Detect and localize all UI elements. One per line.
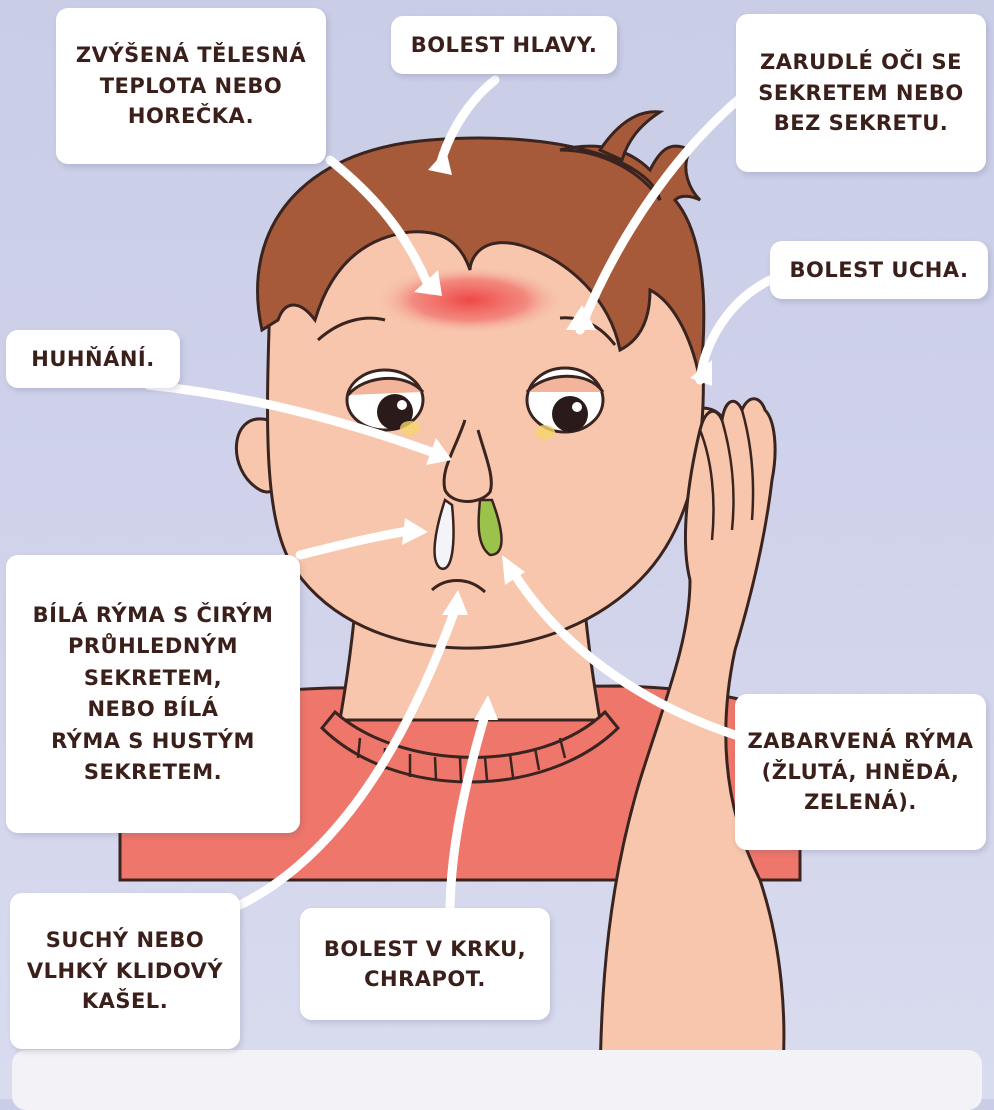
label-throat: BOLEST V KRKU,CHRAPOT. (300, 908, 550, 1020)
label-line: SEKRETEM NEBO (758, 78, 963, 108)
label-line: ZABARVENÁ RÝMA (747, 726, 973, 756)
label-line: CHRAPOT. (324, 964, 526, 994)
label-line: HOREČKA. (76, 101, 306, 131)
bottom-panel (12, 1050, 982, 1110)
label-line: KAŠEL. (27, 986, 223, 1016)
label-line: PRŮHLEDNÝM (33, 631, 274, 663)
label-line: BEZ SEKRETU. (758, 108, 963, 138)
label-line: HUHŇÁNÍ. (31, 344, 154, 374)
label-colored-runny: ZABARVENÁ RÝMA(ŽLUTÁ, HNĚDÁ,ZELENÁ). (735, 694, 986, 850)
label-line: SUCHÝ NEBO (27, 925, 223, 955)
label-line: ZELENÁ). (747, 787, 973, 817)
label-line: SEKRETEM. (33, 757, 274, 789)
label-headache: BOLEST HLAVY. (391, 16, 617, 74)
label-line: RÝMA S HUSTÝM (33, 726, 274, 758)
label-line: ZVÝŠENÁ TĚLESNÁ (76, 40, 306, 70)
label-line: BOLEST UCHA. (789, 255, 968, 285)
label-ear: BOLEST UCHA. (770, 241, 988, 299)
label-nasal: HUHŇÁNÍ. (6, 330, 180, 388)
label-line: TEPLOTA NEBO (76, 71, 306, 101)
fever-glow (375, 266, 565, 334)
label-line: ZARUDLÉ OČI SE (758, 47, 963, 77)
label-line: BÍLÁ RÝMA S ČIRÝM (33, 600, 274, 632)
label-line: (ŽLUTÁ, HNĚDÁ, (747, 757, 973, 787)
label-line: BOLEST V KRKU, (324, 934, 526, 964)
label-line: SEKRETEM, (33, 663, 274, 695)
label-line: VLHKÝ KLIDOVÝ (27, 956, 223, 986)
label-line: NEBO BÍLÁ (33, 694, 274, 726)
label-line: BOLEST HLAVY. (411, 30, 598, 60)
